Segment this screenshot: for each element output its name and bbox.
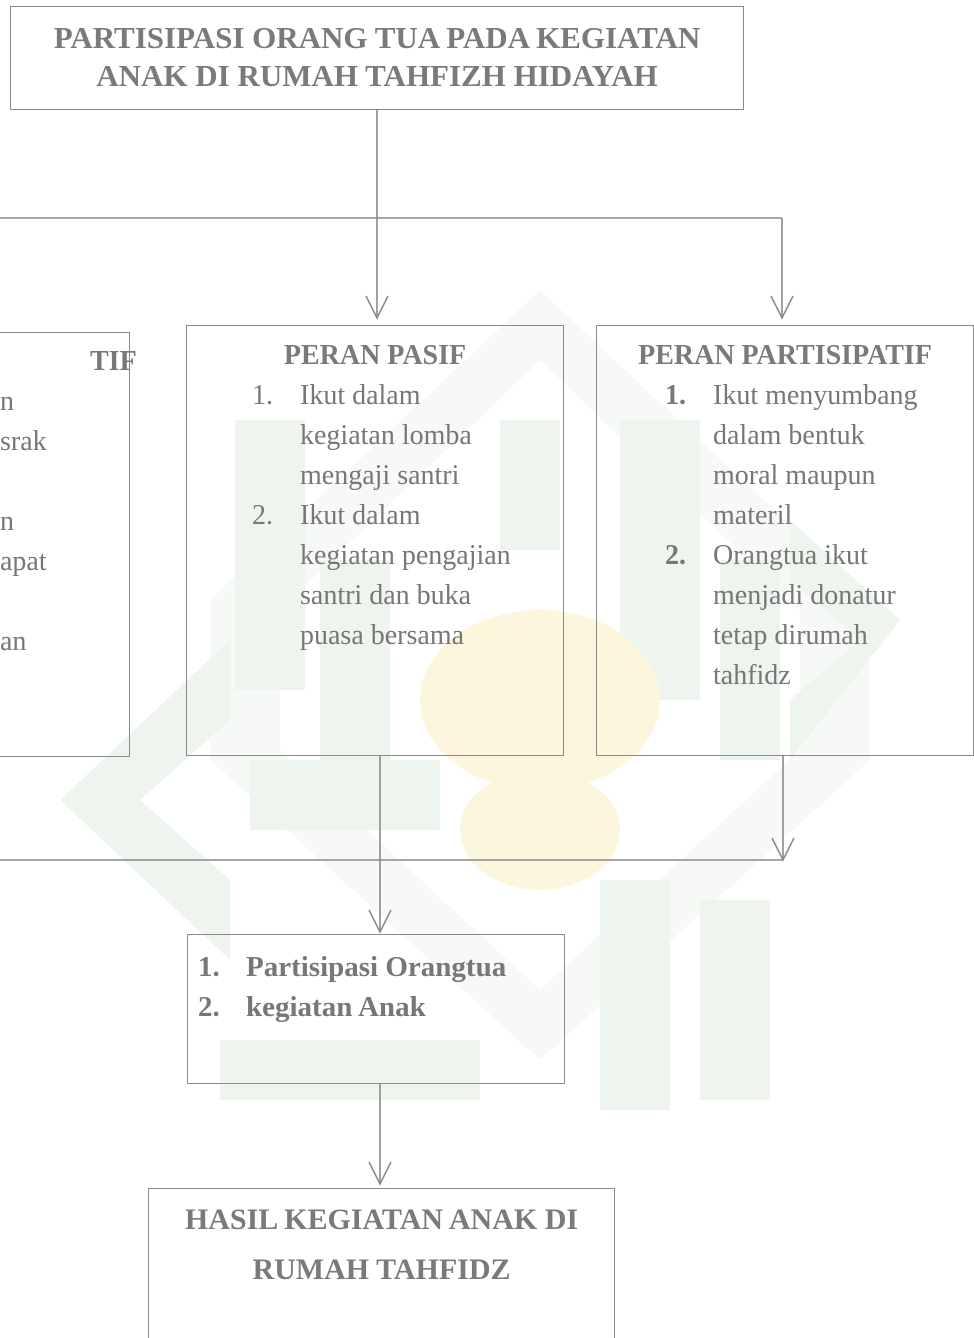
arrow-head-middle xyxy=(368,909,392,934)
list-item-line: Ikut dalam xyxy=(300,380,421,411)
list-item-text: Partisipasi Orangtua xyxy=(246,951,507,983)
list-item-number: 1. xyxy=(665,380,686,411)
title-line-1: PARTISIPASI ORANG TUA PADA KEGIATAN xyxy=(53,20,701,55)
left-box-text-fragment: an xyxy=(0,626,27,657)
list-item: 1. Partisipasi Orangtua xyxy=(198,947,564,987)
list-item-line: puasa bersama xyxy=(300,620,465,651)
list-item-number: 1. xyxy=(252,380,273,411)
arrow-head-partisipatif xyxy=(770,295,794,320)
list-item-line: dalam bentuk xyxy=(713,420,865,451)
list-item-number: 2. xyxy=(252,500,273,531)
list-item: 1. Ikut menyumbang dalam bentuk moral ma… xyxy=(665,376,973,536)
left-box-text-fragment: n xyxy=(0,386,14,417)
peran-partisipatif-list: 1. Ikut menyumbang dalam bentuk moral ma… xyxy=(665,376,973,696)
middle-list: 1. Partisipasi Orangtua 2. kegiatan Anak xyxy=(198,947,564,1027)
list-item-line: materil xyxy=(713,500,793,531)
peran-pasif-heading: PERAN PASIF xyxy=(283,340,467,371)
list-item-line: mengaji santri xyxy=(300,460,460,491)
left-box-text-fragment: n xyxy=(0,506,14,537)
left-box-text-fragment: apat xyxy=(0,546,47,577)
list-item-line: tetap dirumah xyxy=(713,620,868,651)
list-item: 1. Ikut dalam kegiatan lomba mengaji san… xyxy=(252,376,563,496)
result-box: HASIL KEGIATAN ANAK DI RUMAH TAHFIDZ xyxy=(148,1188,615,1338)
peran-pasif-list: 1. Ikut dalam kegiatan lomba mengaji san… xyxy=(252,376,563,656)
list-item-line: Ikut menyumbang xyxy=(713,380,918,411)
title-box: PARTISIPASI ORANG TUA PADA KEGIATAN ANAK… xyxy=(10,6,744,110)
peran-pasif-box: PERAN PASIF 1. Ikut dalam kegiatan lomba… xyxy=(186,325,564,756)
result-line-1: HASIL KEGIATAN ANAK DI xyxy=(184,1203,579,1236)
list-item-line: Orangtua ikut xyxy=(713,540,868,571)
list-item: 2. Orangtua ikut menjadi donatur tetap d… xyxy=(665,536,973,696)
arrow-head-merge-right xyxy=(771,837,795,862)
list-item: 2. kegiatan Anak xyxy=(198,987,564,1027)
result-line-2: RUMAH TAHFIDZ xyxy=(252,1253,511,1286)
middle-box: 1. Partisipasi Orangtua 2. kegiatan Anak xyxy=(187,934,565,1084)
list-item-text: kegiatan Anak xyxy=(246,991,426,1023)
list-item-line: tahfidz xyxy=(713,660,791,691)
left-box-heading-fragment: TIF xyxy=(90,346,137,377)
title-line-2: ANAK DI RUMAH TAHFIZH HIDAYAH xyxy=(96,58,658,93)
arrow-head-pasif xyxy=(365,295,389,320)
list-item-line: kegiatan lomba xyxy=(300,420,472,451)
list-item-number: 2. xyxy=(198,991,220,1023)
list-item-line: menjadi donatur xyxy=(713,580,896,611)
peran-partisipatif-box: PERAN PARTISIPATIF 1. Ikut menyumbang da… xyxy=(596,325,974,756)
peran-partisipatif-heading: PERAN PARTISIPATIF xyxy=(638,340,932,371)
list-item-line: kegiatan pengajian xyxy=(300,540,511,571)
list-item-number: 1. xyxy=(198,951,220,983)
left-role-box xyxy=(0,332,130,757)
list-item-line: santri dan buka xyxy=(300,580,472,611)
list-item: 2. Ikut dalam kegiatan pengajian santri … xyxy=(252,496,563,656)
left-box-text-fragment: srak xyxy=(0,426,47,457)
list-item-line: Ikut dalam xyxy=(300,500,421,531)
arrow-head-result xyxy=(368,1161,392,1186)
list-item-number: 2. xyxy=(665,540,686,571)
list-item-line: moral maupun xyxy=(713,460,876,491)
